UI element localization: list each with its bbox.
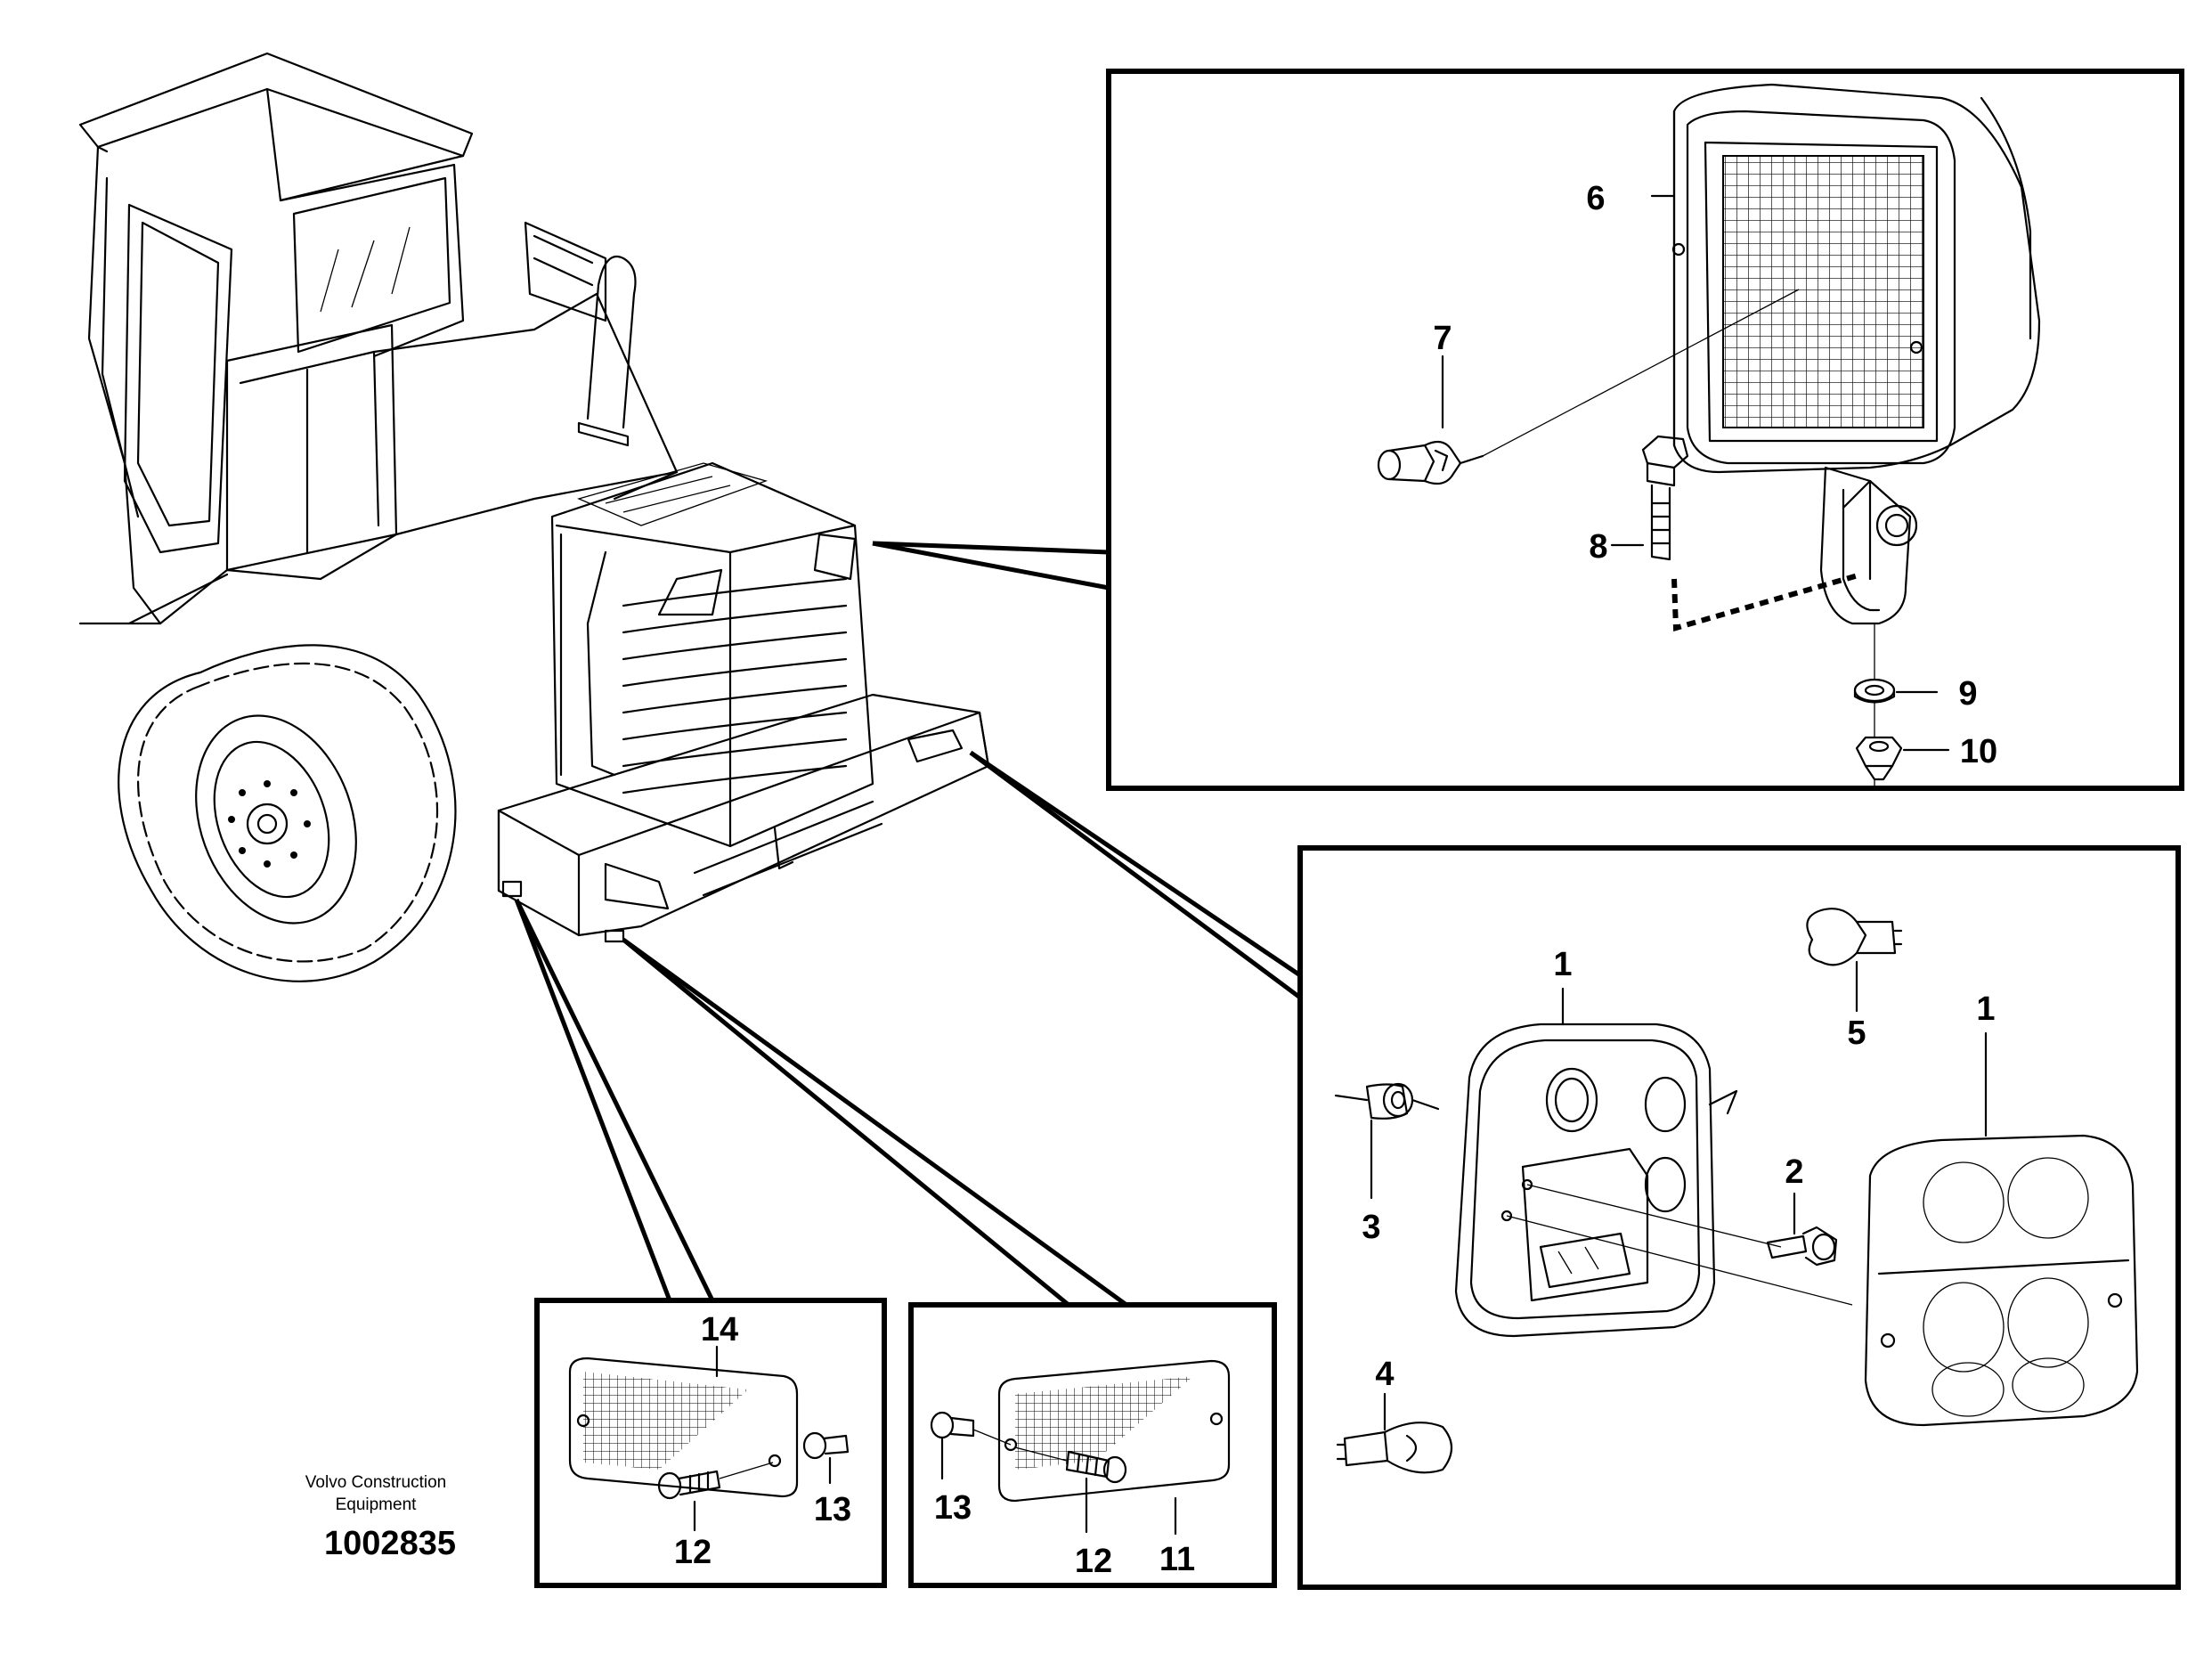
callout-13-left: 13 [814, 1491, 851, 1528]
credit-block: Volvo Construction Equipment 1002835 [305, 1473, 456, 1562]
callout-12-left: 12 [674, 1534, 712, 1571]
callout-6: 6 [1586, 180, 1605, 217]
reflector-panel-left: 14 12 13 [534, 1298, 887, 1588]
callout-12-right: 12 [1075, 1543, 1112, 1580]
callout-1-housing: 1 [1553, 946, 1572, 983]
credit-line-1: Volvo Construction [305, 1473, 446, 1492]
callout-11: 11 [1159, 1541, 1195, 1578]
callout-13-right: 13 [934, 1489, 972, 1527]
callout-14: 14 [701, 1311, 738, 1348]
reflector-panel-right: 13 12 11 [908, 1302, 1277, 1588]
callout-1-lens: 1 [1976, 990, 1995, 1028]
callout-5: 5 [1847, 1014, 1866, 1052]
callout-2: 2 [1785, 1153, 1803, 1191]
work-lamp-panel: 6 7 8 9 10 [1106, 69, 2184, 791]
callout-7: 7 [1433, 320, 1452, 357]
callout-4: 4 [1375, 1356, 1394, 1393]
credit-line-2: Equipment [336, 1495, 418, 1514]
callout-10: 10 [1960, 733, 1997, 770]
callout-8: 8 [1589, 528, 1607, 566]
document-number: 1002835 [324, 1525, 456, 1562]
callout-9: 9 [1958, 675, 1977, 713]
callout-3: 3 [1362, 1209, 1380, 1246]
wheel-loader-drawing [78, 52, 990, 982]
combination-lamp-panel: 1 1 2 3 4 5 [1297, 845, 2181, 1590]
